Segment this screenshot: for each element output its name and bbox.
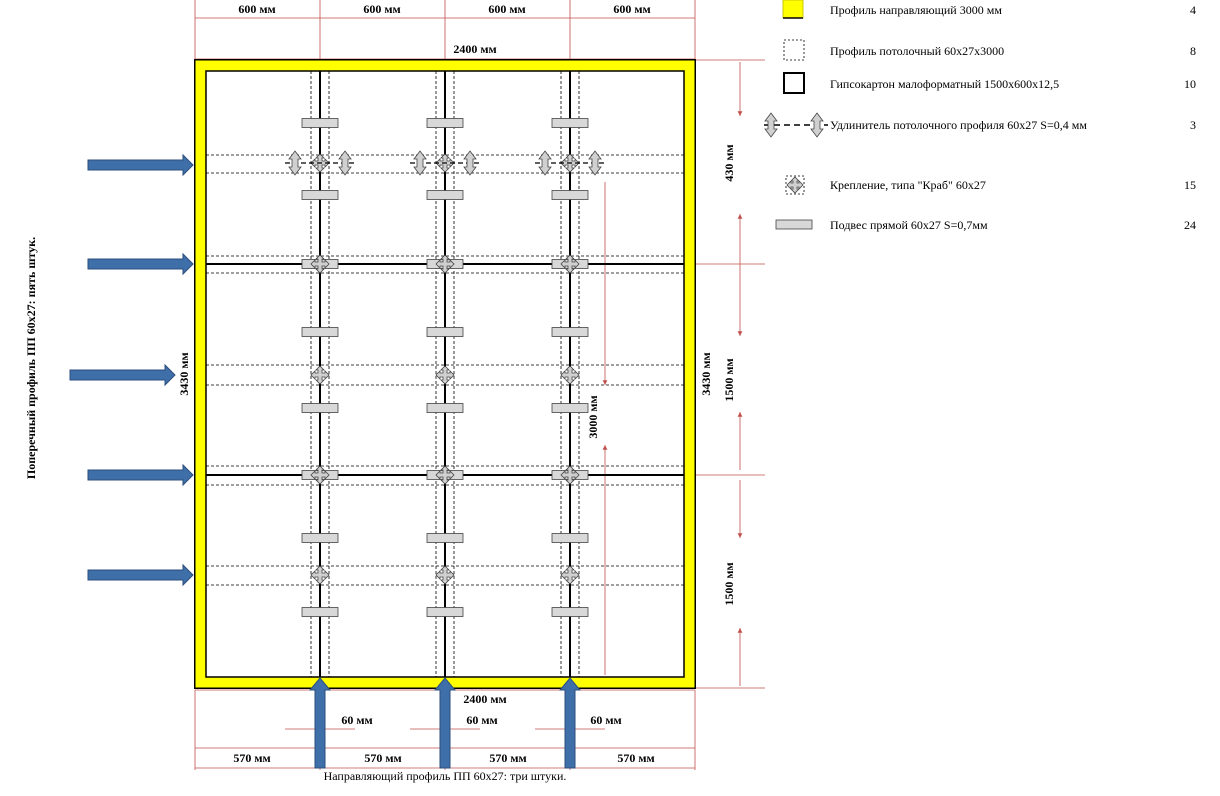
arrow-up-icon [433, 677, 457, 769]
arrow-right-icon [87, 252, 194, 276]
hanger-icon [426, 607, 464, 617]
width-top-label: 2400 мм [453, 42, 496, 56]
right-dim-top: 430 мм [722, 144, 736, 181]
yellow-guide-swatch [782, 0, 804, 19]
hanger-icon [426, 533, 464, 543]
bottom-dim-1: 570 мм [233, 751, 270, 765]
legend-count-4: 3 [1190, 118, 1196, 132]
hanger-icon [551, 607, 589, 617]
extender-icon [413, 150, 427, 176]
crab-connector-icon [310, 365, 330, 385]
hanger-icon [426, 327, 464, 337]
legend-count-1: 4 [1190, 3, 1196, 17]
hanger-icon [551, 533, 589, 543]
arrow-right-icon [87, 563, 194, 587]
extender-icon [288, 150, 302, 176]
crab-connector-icon [785, 175, 805, 195]
crab-connector-icon [310, 565, 330, 585]
legend-count-2: 8 [1190, 44, 1196, 58]
extender-icon [764, 112, 828, 138]
crab-connector-icon [310, 465, 330, 485]
legend-label-5: Крепление, типа "Краб" 60х27 [830, 178, 986, 192]
transverse-profile-arrows [69, 153, 194, 587]
right-dim-bottom: 1500 мм [722, 562, 736, 605]
guide-profile-arrows [308, 677, 582, 769]
extender-icon [338, 150, 352, 176]
top-dim-1: 600 мм [238, 2, 275, 16]
legend-label-3: Гипсокартон малоформатный 1500х600х12,5 [830, 77, 1059, 91]
drywall-swatch [783, 72, 805, 94]
crab-connector-icon [560, 465, 580, 485]
top-dim-3: 600 мм [488, 2, 525, 16]
arrow-up-icon [308, 677, 332, 769]
hanger-icon [426, 190, 464, 200]
bottom-dim-3: 570 мм [489, 751, 526, 765]
hanger-icon [426, 118, 464, 128]
legend-label-1: Профиль направляющий 3000 мм [830, 3, 1002, 17]
crab-connector-icon [310, 254, 330, 274]
left-caption: Поперечный профиль ПП 60х27: пять штук. [24, 237, 38, 479]
width-bottom-label: 2400 мм [463, 692, 506, 706]
offset-2: 60 мм [466, 713, 497, 727]
extender-icon [588, 150, 602, 176]
crab-connector-icon [560, 365, 580, 385]
crab-connector-icon [435, 365, 455, 385]
offset-1: 60 мм [341, 713, 372, 727]
crab-connector-icon [560, 254, 580, 274]
bottom-dim-2: 570 мм [364, 751, 401, 765]
arrow-right-icon [87, 153, 194, 177]
offset-3: 60 мм [590, 713, 621, 727]
crab-connector-icon [435, 465, 455, 485]
dimension-lines [194, 0, 765, 770]
crab-connector-icon [560, 565, 580, 585]
hanger-icon [775, 219, 813, 230]
top-dim-4: 600 мм [613, 2, 650, 16]
arrow-right-icon [87, 463, 194, 487]
legend-count-5: 15 [1184, 178, 1196, 192]
hanger-icon [301, 118, 339, 128]
height-left-label: 3430 мм [177, 352, 191, 395]
crab-connector-icon [435, 565, 455, 585]
hanger-icon [551, 190, 589, 200]
profile-extenders [285, 150, 605, 176]
arrow-right-icon [69, 363, 176, 387]
hanger-icon [301, 327, 339, 337]
hanger-icon [551, 403, 589, 413]
hanger-icon [301, 190, 339, 200]
arrow-up-icon [558, 677, 582, 769]
extender-icon [538, 150, 552, 176]
dashed-profile-swatch [783, 39, 805, 61]
legend-label-2: Профиль потолочный 60х27х3000 [830, 44, 1004, 58]
legend-count-3: 10 [1184, 77, 1196, 91]
profile-length-label: 3000 мм [586, 395, 600, 438]
top-dim-2: 600 мм [363, 2, 400, 16]
right-dim-middle: 1500 мм [722, 358, 736, 401]
hanger-icon [426, 403, 464, 413]
bottom-dim-4: 570 мм [617, 751, 654, 765]
legend: Профиль направляющий 3000 мм Профиль пот… [764, 0, 1196, 232]
hanger-icon [551, 118, 589, 128]
bottom-caption: Направляющий профиль ПП 60х27: три штуки… [324, 769, 567, 783]
legend-label-6: Подвес прямой 60х27 S=0,7мм [830, 218, 988, 232]
hanger-icon [301, 607, 339, 617]
height-right-label: 3430 мм [699, 352, 713, 395]
legend-label-4: Удлинитель потолочного профиля 60х27 S=0… [830, 118, 1087, 132]
extender-icon [463, 150, 477, 176]
crab-connector-icon [435, 254, 455, 274]
hanger-icon [301, 533, 339, 543]
hanger-icon [551, 327, 589, 337]
hanger-icon [301, 403, 339, 413]
legend-count-6: 24 [1184, 218, 1196, 232]
